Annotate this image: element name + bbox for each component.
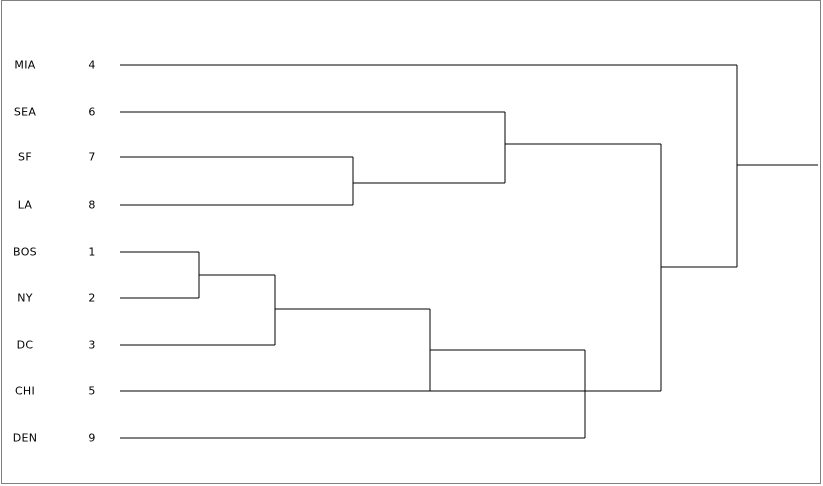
leaf-number-la: 8: [88, 198, 96, 212]
leaf-label-dc: DC: [16, 338, 34, 352]
leaf-number-chi: 5: [88, 384, 96, 398]
dendrogram-lines: [120, 64, 818, 439]
leaf-number-dc: 3: [88, 338, 96, 352]
leaf-number-bos: 1: [88, 245, 96, 259]
leaf-label-chi: CHI: [14, 384, 36, 398]
leaf-label-bos: BOS: [13, 245, 37, 259]
leaf-number-ny: 2: [88, 291, 96, 305]
leaf-label-den: DEN: [12, 431, 38, 445]
leaf-label-la: LA: [17, 198, 33, 212]
leaf-number-sea: 6: [88, 105, 96, 119]
leaf-label-mia: MIA: [14, 58, 36, 72]
leaf-number-sf: 7: [88, 150, 96, 164]
leaf-label-ny: NY: [17, 291, 33, 305]
leaf-number-den: 9: [88, 431, 96, 445]
leaf-label-sea: SEA: [13, 105, 37, 119]
leaf-label-sf: SF: [18, 150, 32, 164]
leaf-number-mia: 4: [88, 58, 96, 72]
